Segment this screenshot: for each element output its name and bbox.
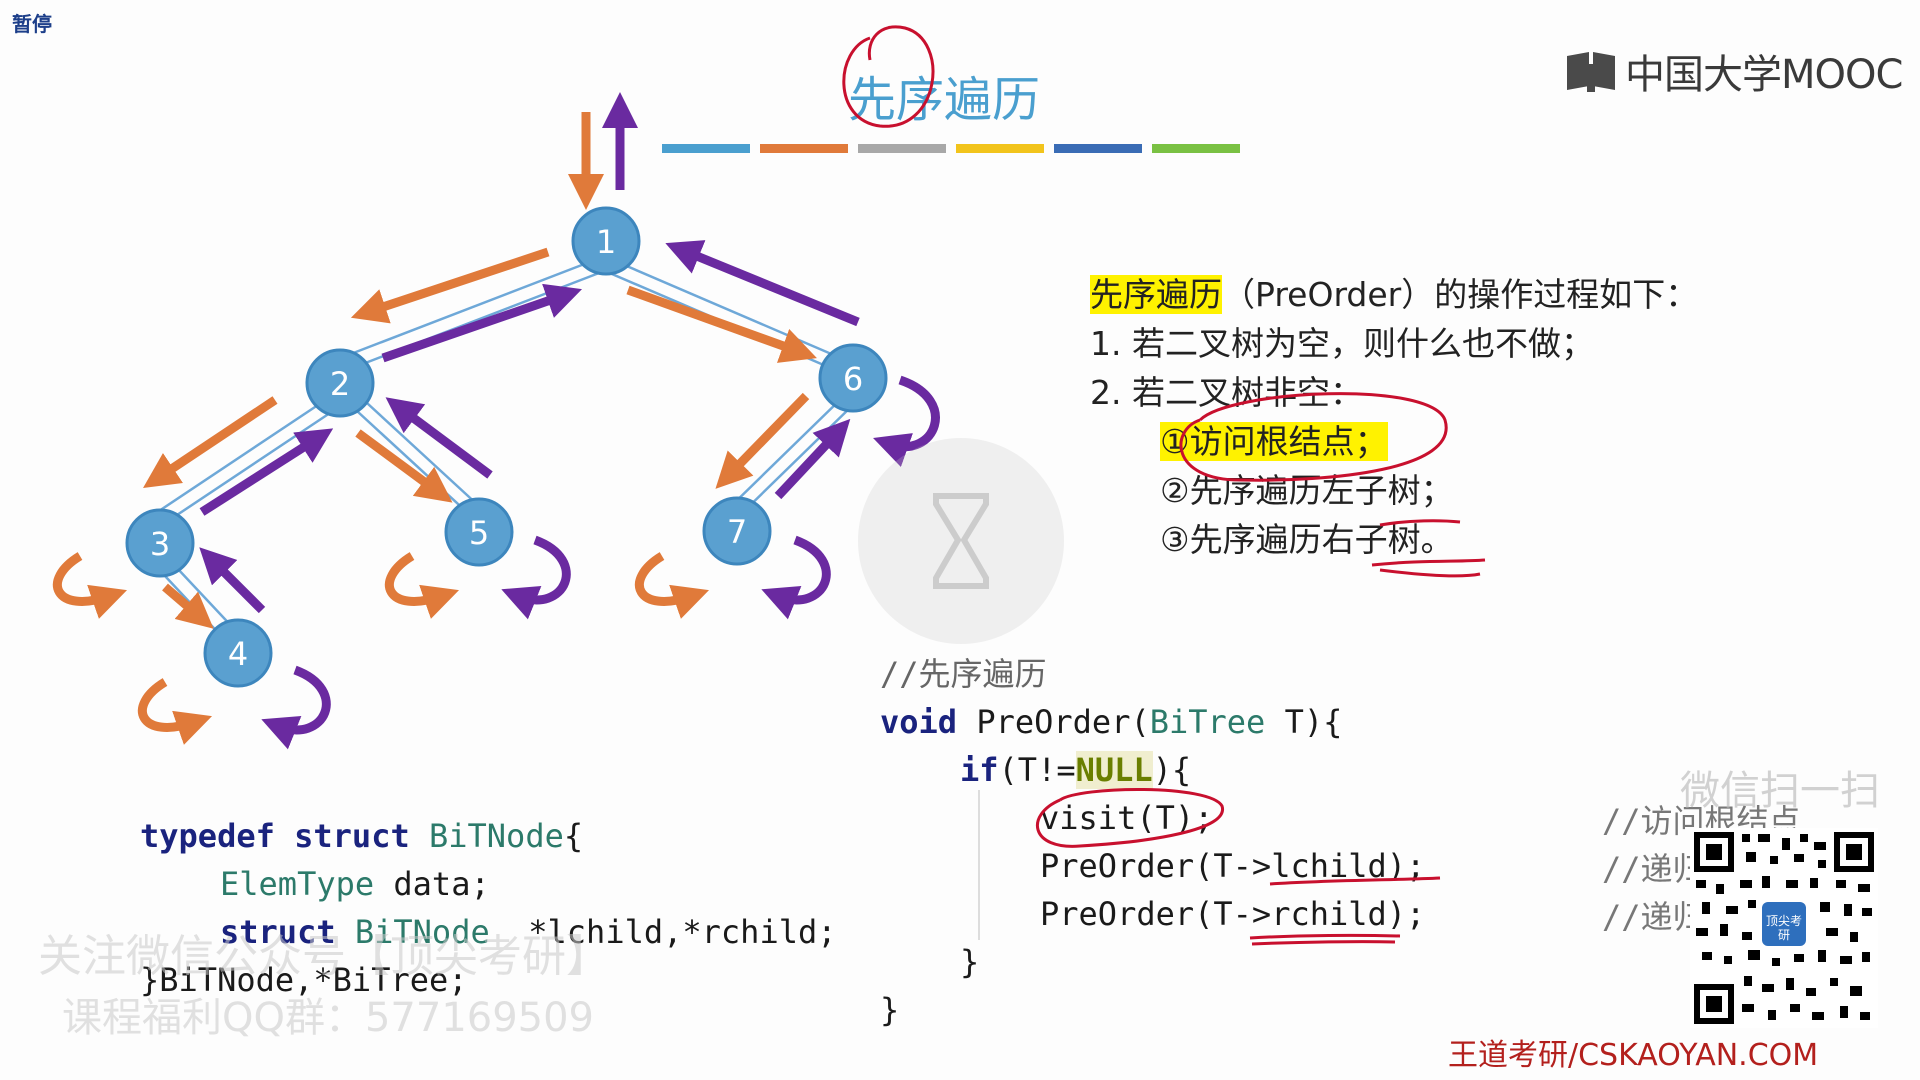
svg-text:2: 2 (330, 365, 350, 403)
func-line-7: } (960, 943, 980, 981)
desc-step-1-row: ①访问根结点； (1090, 417, 1698, 466)
desc-step-3: ③先序遍历右子树。 (1160, 520, 1454, 559)
qr-code[interactable]: 顶尖考研 (1690, 828, 1878, 1028)
footer-site: 王道考研/CSKAOYAN.COM (1448, 1038, 1819, 1073)
func-line-8: } (880, 991, 900, 1029)
comment-recurse-right: //递归 (1602, 898, 1705, 936)
loading-spinner (858, 438, 1064, 644)
watermark-wechat: 关注微信公众号【顶尖考研】 (38, 931, 610, 982)
hourglass-icon (933, 493, 989, 589)
color-bar-2 (760, 144, 848, 153)
logo-text: 中国大学MOOC (1625, 52, 1903, 98)
desc-step-1: ①访问根结点； (1160, 422, 1388, 461)
tree-node-6: 6 (818, 343, 888, 413)
tree-node-4: 4 (203, 618, 273, 688)
book-logo-icon (1567, 52, 1615, 92)
struct-line-2: ElemType data; (220, 865, 490, 903)
watermark-qq: 课程福利QQ群：577169509 (62, 995, 595, 1041)
svg-text:4: 4 (228, 635, 248, 673)
qr-code-icon (1694, 832, 1874, 1024)
desc-line-1: 先序遍历（PreOrder）的操作过程如下： (1090, 270, 1698, 319)
desc-highlight: 先序遍历 (1090, 275, 1222, 314)
svg-text:5: 5 (469, 514, 489, 552)
desc-line-2: 1. 若二叉树为空，则什么也不做； (1090, 324, 1594, 363)
struct-line-3: struct BiTNode *lchild,*rchild; (220, 913, 837, 951)
pause-label[interactable]: 暂停 (12, 12, 52, 36)
svg-text:7: 7 (727, 513, 747, 551)
func-line-5: PreOrder(T->lchild); (1040, 847, 1426, 885)
tree-node-3: 3 (125, 508, 195, 578)
tree-node-2: 2 (305, 348, 375, 418)
func-comment: //先序遍历 (880, 655, 1047, 693)
color-bar-3 (858, 144, 946, 153)
tree-node-5: 5 (444, 497, 514, 567)
preorder-description: 先序遍历（PreOrder）的操作过程如下： 1. 若二叉树为空，则什么也不做；… (1090, 270, 1698, 564)
struct-line-1: typedef struct BiTNode{ (140, 817, 584, 855)
desc-step-2: ②先序遍历左子树； (1160, 471, 1454, 510)
code-indent-guide (978, 790, 980, 940)
svg-text:6: 6 (843, 360, 863, 398)
svg-text:3: 3 (150, 525, 170, 563)
color-bar-4 (956, 144, 1044, 153)
mooc-logo: 中国大学MOOC (1565, 42, 1903, 100)
struct-code-block: typedef struct BiTNode{ ElemType data; s… (140, 812, 837, 1004)
ascend-arrows (199, 92, 940, 750)
binary-tree-diagram: 1 2 3 4 5 6 7 (53, 92, 940, 750)
desc-line-1-rest: （PreOrder）的操作过程如下： (1222, 275, 1699, 314)
color-bar-1 (662, 144, 750, 153)
descend-arrows (53, 112, 817, 745)
func-line-2: void PreOrder(BiTree T){ (880, 703, 1343, 741)
svg-text:1: 1 (596, 223, 616, 261)
color-bar-6 (1152, 144, 1240, 153)
func-line-6: PreOrder(T->rchild); (1040, 895, 1426, 933)
color-bar-5 (1054, 144, 1142, 153)
struct-line-4: }BiTNode,*BiTree; (140, 961, 468, 999)
comment-recurse-left: //递归 (1602, 850, 1705, 888)
wechat-scan-label: 微信扫一扫 (1680, 768, 1880, 814)
qr-badge: 顶尖考研 (1765, 914, 1802, 942)
func-line-3: if(T!=NULL){ (960, 751, 1192, 789)
func-line-4: visit(T); (1040, 799, 1214, 837)
function-code-block: //先序遍历 void PreOrder(BiTree T){ if(T!=NU… (880, 650, 1425, 1034)
tree-node-7: 7 (702, 496, 772, 566)
slide-title: 先序遍历 (848, 72, 1041, 128)
tree-node-1: 1 (571, 206, 641, 276)
